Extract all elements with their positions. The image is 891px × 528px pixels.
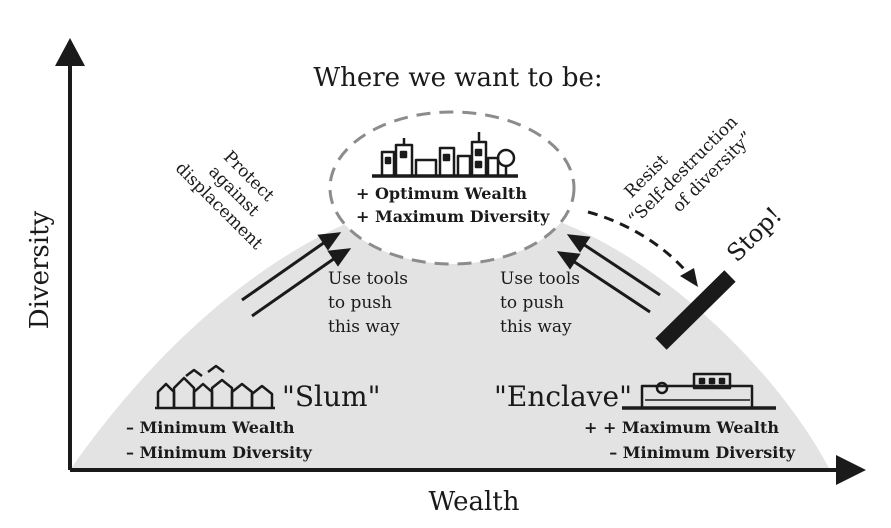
slum-min-wealth: – Minimum Wealth [126, 418, 295, 437]
slum-label: "Slum" [282, 380, 380, 413]
stop-label: Stop! [721, 201, 787, 267]
top-maximum-diversity: + Maximum Diversity [356, 207, 550, 226]
right-tools-line1: Use tools [500, 269, 580, 289]
crowded-houses-icon [155, 364, 275, 410]
x-axis [70, 455, 866, 485]
enclave-max-wealth: + + Maximum Wealth [584, 418, 779, 437]
top-optimum-wealth: + Optimum Wealth [356, 184, 527, 203]
top-heading: Where we want to be: [313, 63, 602, 93]
protect-note: Protect against displacement [171, 147, 278, 254]
left-tools-line2: to push [328, 293, 392, 313]
right-tools-line2: to push [500, 293, 564, 313]
left-tools-line1: Use tools [328, 269, 408, 289]
right-tools-line3: this way [500, 317, 572, 337]
x-axis-label: Wealth [429, 487, 520, 517]
resist-note: Resist “Self-destruction of diversity” [621, 112, 757, 229]
slum-min-diversity: – Minimum Diversity [126, 443, 312, 462]
right-push-arrows [556, 234, 661, 314]
target-dashed-ellipse [328, 110, 576, 266]
gated-mansion-icon [622, 372, 776, 410]
enclave-label: "Enclave" [494, 380, 632, 413]
left-tools-line3: this way [328, 317, 400, 337]
left-push-arrows [241, 232, 352, 318]
stop-barrier [655, 270, 736, 350]
y-axis [55, 38, 85, 470]
enclave-min-diversity: – Minimum Diversity [609, 443, 795, 462]
y-axis-label: Diversity [25, 210, 55, 329]
city-skyline-icon [372, 132, 518, 178]
dashed-arrow [587, 210, 698, 287]
